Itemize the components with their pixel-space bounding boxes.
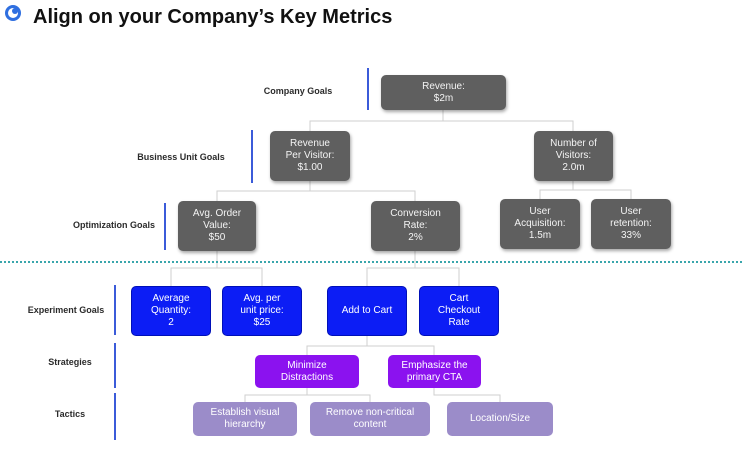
row-label-optimization-goals: Optimization Goals <box>72 220 156 230</box>
connector <box>573 189 632 199</box>
row-label-strategies: Strategies <box>48 357 92 367</box>
connector <box>539 181 574 199</box>
logo-icon <box>5 5 21 21</box>
row-label-tactics: Tactics <box>54 409 86 419</box>
connector <box>244 388 308 402</box>
teal-dotted-separator <box>0 261 742 263</box>
node-add-to-cart: Add to Cart <box>327 286 407 336</box>
connector <box>170 251 218 286</box>
node-avg-order-value: Avg. Order Value: $50 <box>178 201 256 251</box>
node-location-size: Location/Size <box>447 402 553 436</box>
node-cart-checkout-rate: Cart Checkout Rate <box>419 286 499 336</box>
node-establish-visual-hierarchy: Establish visual hierarchy <box>193 402 297 436</box>
connector <box>415 267 460 286</box>
connector <box>433 388 501 402</box>
node-user-retention: User retention: 33% <box>591 199 671 249</box>
node-revenue: Revenue: $2m <box>381 75 506 110</box>
connector <box>216 181 311 201</box>
row-label-business-unit-goals: Business Unit Goals <box>137 152 225 162</box>
node-revenue-per-visitor: Revenue Per Visitor: $1.00 <box>270 131 350 181</box>
connector <box>217 267 263 286</box>
row-label-company-goals: Company Goals <box>263 86 333 96</box>
connector <box>307 394 371 402</box>
node-emphasize-primary-cta: Emphasize the primary CTA <box>388 355 481 388</box>
node-user-acquisition: User Acquisition: 1.5m <box>500 199 580 249</box>
connector <box>366 251 416 286</box>
node-avg-per-unit-price: Avg. per unit price: $25 <box>222 286 302 336</box>
connector <box>443 120 574 131</box>
connector <box>306 336 368 355</box>
node-average-quantity: Average Quantity: 2 <box>131 286 211 336</box>
page-title: Align on your Company’s Key Metrics <box>33 6 393 28</box>
node-remove-non-critical-content: Remove non-critical content <box>310 402 430 436</box>
node-conversion-rate: Conversion Rate: 2% <box>371 201 460 251</box>
node-minimize-distractions: Minimize Distractions <box>255 355 359 388</box>
connector <box>309 110 444 131</box>
connector <box>310 190 416 201</box>
node-number-of-visitors: Number of Visitors: 2.0m <box>534 131 613 181</box>
row-label-experiment-goals: Experiment Goals <box>27 305 105 315</box>
connector <box>367 345 435 355</box>
